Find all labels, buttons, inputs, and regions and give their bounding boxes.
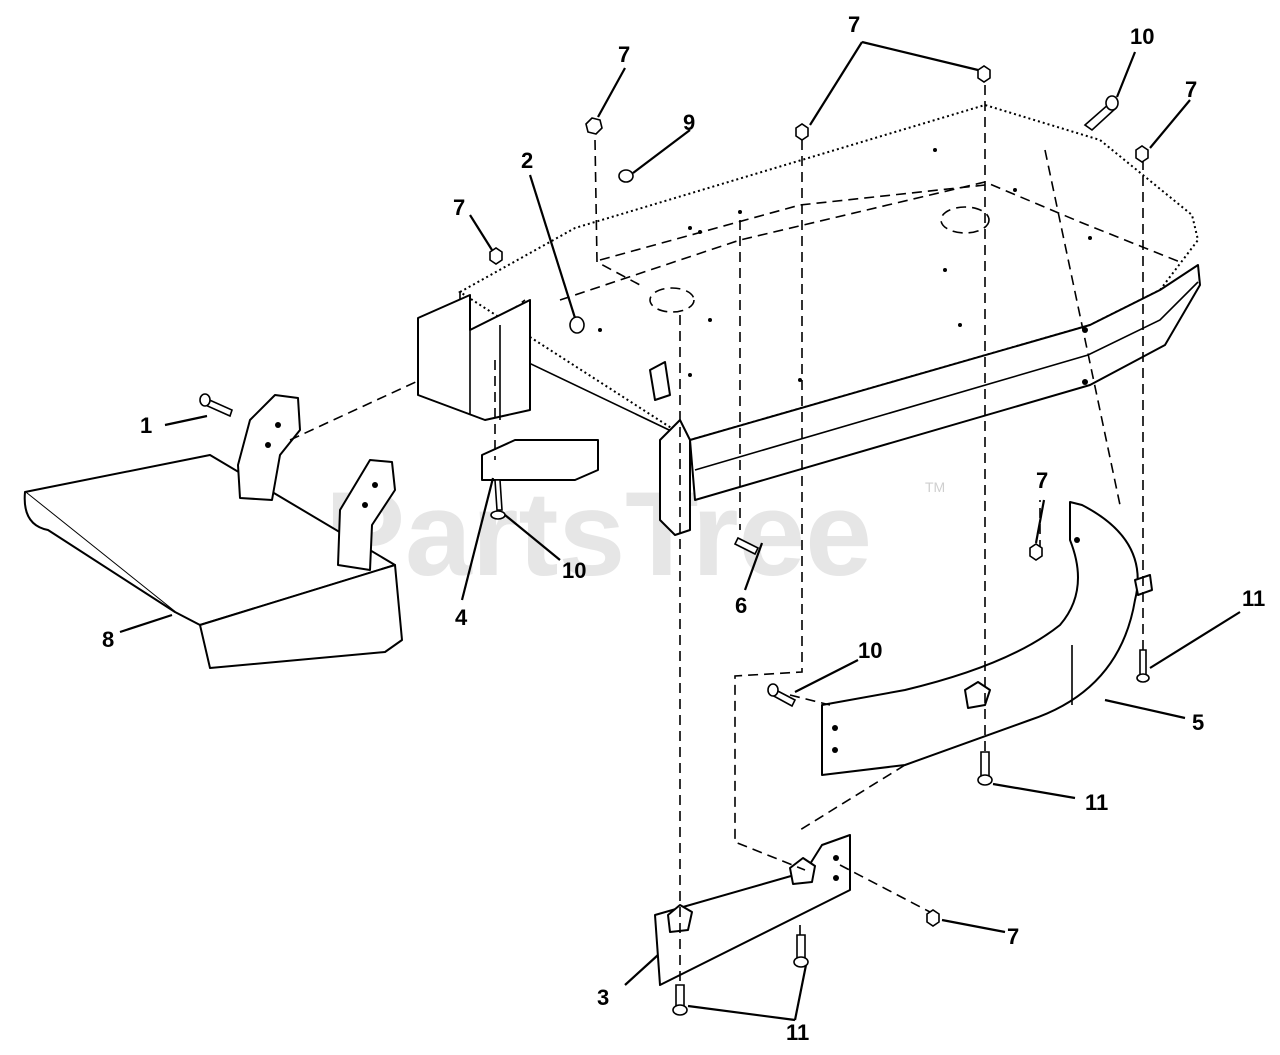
deck-inner-plane — [559, 181, 1181, 301]
callout-5: 5 — [1192, 710, 1204, 735]
nut-icon — [795, 123, 809, 141]
deck-pivot-plate — [659, 419, 691, 536]
nut-icon — [977, 65, 991, 83]
deflector-mount-brackets — [237, 360, 599, 571]
callout-7: 7 — [848, 12, 860, 37]
leader-lines — [119, 40, 1241, 1022]
hardware — [199, 65, 1150, 1016]
rear-baffle-clip-1 — [964, 681, 991, 709]
callout-7: 7 — [618, 42, 630, 67]
callout-2: 2 — [521, 148, 533, 173]
callout-11: 11 — [1242, 586, 1265, 611]
assembly-guide-lines — [594, 85, 1144, 1000]
spindle-hole-left — [649, 287, 695, 313]
callout-9: 9 — [683, 110, 695, 135]
front-baffle — [654, 834, 851, 986]
callout-11: 11 — [1085, 790, 1108, 815]
screw-icon — [796, 934, 806, 959]
watermark-text: PartsTree — [325, 467, 872, 601]
deck-small-tab — [649, 361, 671, 401]
bolt-icon — [569, 316, 585, 334]
callout-4: 4 — [455, 605, 468, 630]
nut-icon — [585, 117, 603, 135]
callout-1: 1 — [140, 413, 152, 438]
callout-10: 10 — [858, 638, 882, 663]
deck-inner-rear — [599, 184, 986, 261]
callout-6: 6 — [735, 593, 747, 618]
mount-bracket-lower — [337, 459, 396, 571]
spindle-hole-right — [940, 206, 990, 234]
nut-icon — [1029, 543, 1043, 561]
deck-side-skirt — [689, 264, 1201, 501]
mower-deck — [417, 103, 1201, 536]
deflector-front-face — [199, 564, 403, 669]
callout-10: 10 — [1130, 24, 1154, 49]
callout-3: 3 — [597, 985, 609, 1010]
callout-8: 8 — [102, 627, 114, 652]
pin-icon — [733, 536, 760, 556]
bolt-icon — [494, 479, 503, 511]
callout-7: 7 — [453, 195, 465, 220]
callouts: 1 2 3 4 5 6 7 7 7 7 7 7 8 9 10 10 10 11 … — [102, 12, 1265, 1045]
deck-skirt-line — [694, 281, 1199, 471]
nut-icon — [926, 909, 940, 927]
callout-7: 7 — [1036, 468, 1048, 493]
callout-7: 7 — [1007, 924, 1019, 949]
watermark-trademark: TM — [925, 479, 945, 495]
front-baffle-clip-1 — [667, 904, 693, 933]
nut-icon — [489, 247, 503, 265]
deck-top-outline — [458, 103, 1200, 442]
screw-icon — [675, 984, 685, 1007]
watermark: PartsTree TM — [325, 467, 945, 601]
callout-10: 10 — [562, 558, 586, 583]
deflector-roll — [23, 491, 176, 613]
rear-baffle — [821, 149, 1153, 776]
front-baffle-clip-2 — [789, 857, 816, 885]
screw-icon — [980, 751, 990, 777]
callout-7: 7 — [1185, 77, 1197, 102]
screw-icon — [1139, 649, 1147, 676]
callout-11: 11 — [786, 1020, 809, 1045]
deflector-shield — [23, 454, 403, 669]
hinge-plate — [481, 439, 599, 481]
washer-icon — [618, 169, 634, 183]
deck-hitch-bracket — [417, 294, 531, 421]
nut-icon — [1135, 145, 1149, 163]
